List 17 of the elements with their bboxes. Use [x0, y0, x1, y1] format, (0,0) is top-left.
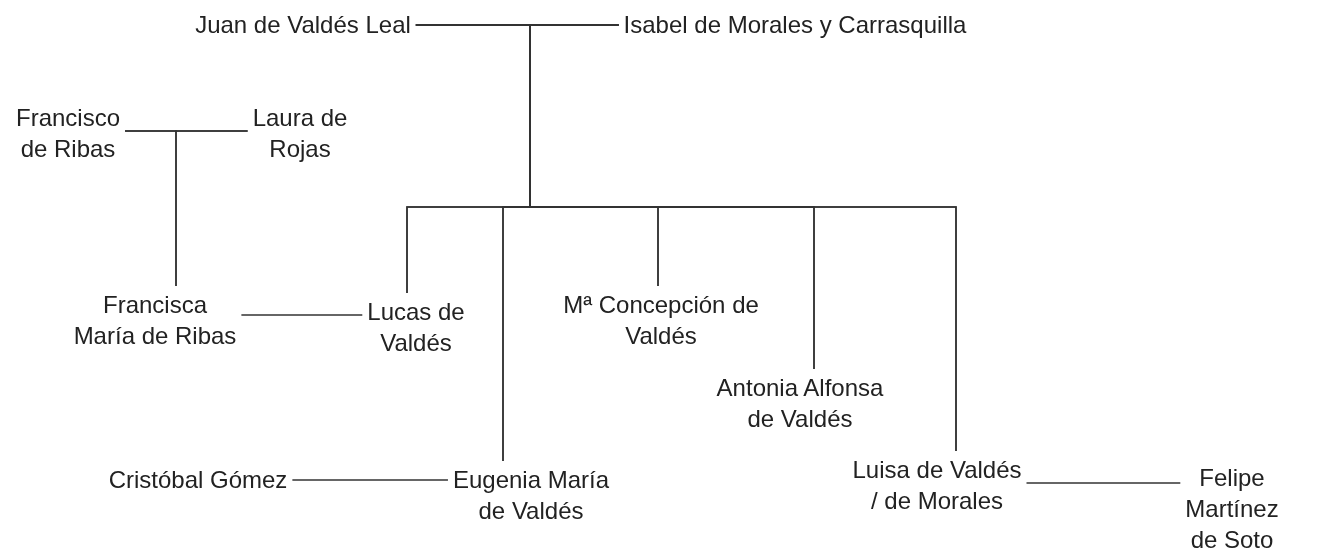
person-name: Francisco de Ribas: [16, 102, 120, 164]
person-name: Juan de Valdés Leal: [195, 9, 411, 40]
person-name: Francisca María de Ribas: [73, 289, 237, 351]
person-name: Eugenia María de Valdés: [452, 464, 610, 526]
family-line: [291, 479, 449, 481]
person-name: Luisa de Valdés / de Morales: [852, 454, 1022, 516]
person-name: Mª Concepción de Valdés: [563, 289, 759, 351]
person-name: Felipe Martínez de Soto: [1185, 462, 1279, 555]
person-name: Isabel de Morales y Carrasquilla: [623, 9, 967, 40]
family-line: [529, 24, 957, 452]
person-name: Laura de Rojas: [252, 102, 348, 164]
family-line: [175, 130, 249, 287]
family-line: [240, 314, 364, 316]
person-name: Antonia Alfonsa de Valdés: [716, 372, 884, 434]
person-name: Lucas de Valdés: [367, 296, 465, 358]
person-name: Cristóbal Gómez: [108, 464, 288, 495]
family-line: [1025, 482, 1182, 484]
